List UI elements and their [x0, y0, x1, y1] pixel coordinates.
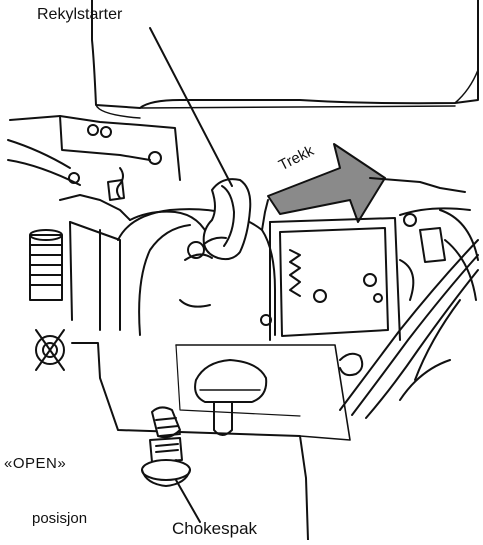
open-mode-label: «OPEN» — [4, 455, 66, 472]
position-label: posisjon — [32, 510, 87, 527]
recoil-starter-label: Rekylstarter — [37, 6, 122, 24]
fuel-tank — [92, 0, 478, 118]
air-filter — [30, 230, 64, 370]
engine-left-body — [8, 116, 210, 330]
choke-lever-leader — [176, 480, 200, 522]
starter-handle — [204, 179, 251, 259]
choke-lever-open — [142, 407, 190, 486]
choke-lever-label: Chokespak — [172, 519, 257, 539]
choke-knob-detail — [195, 360, 266, 435]
